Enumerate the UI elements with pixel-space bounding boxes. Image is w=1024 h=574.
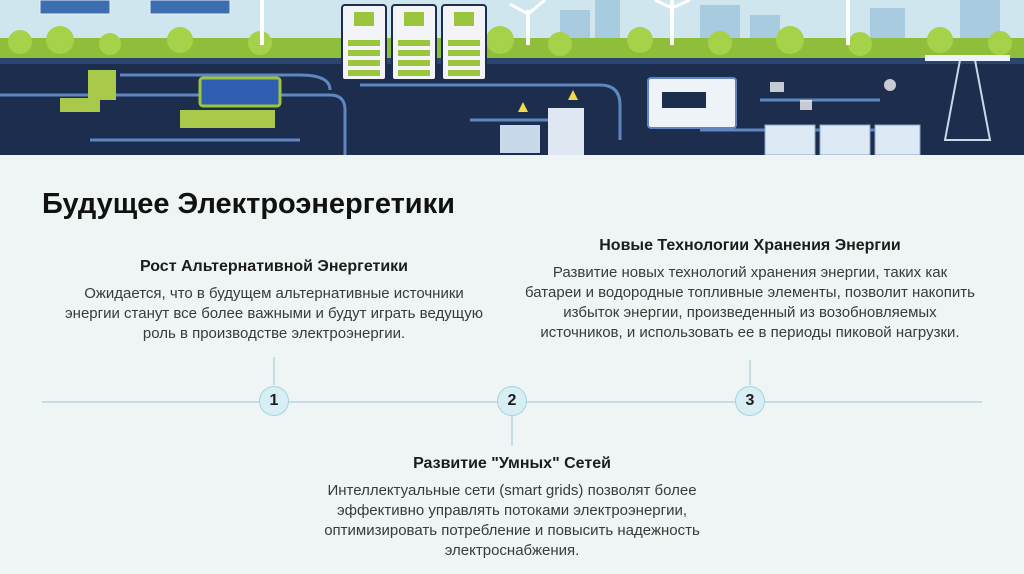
timeline-item-3-text: Развитие новых технологий хранения энерг…	[525, 264, 975, 341]
timeline-item-1: Рост Альтернативной Энергетики Ожидается…	[60, 258, 488, 344]
timeline-marker-1: 1	[259, 386, 289, 416]
timeline-connector-1	[273, 357, 275, 385]
timeline-item-2-heading: Развитие "Умных" Сетей	[413, 455, 611, 472]
timeline-connector-3	[749, 360, 751, 385]
timeline-marker-3: 3	[735, 386, 765, 416]
timeline-item-2-text: Интеллектуальные сети (smart grids) позв…	[324, 482, 700, 559]
slide-title: Будущее Электроэнергетики	[42, 188, 455, 220]
timeline-item-3-heading: Новые Технологии Хранения Энергии	[599, 237, 901, 254]
timeline-section: Будущее Электроэнергетики Рост Альтернат…	[0, 155, 1024, 574]
timeline-item-3: Новые Технологии Хранения Энергии Развит…	[525, 237, 975, 343]
timeline-item-1-heading: Рост Альтернативной Энергетики	[139, 258, 409, 275]
timeline-connector-2	[511, 416, 513, 446]
energy-banner-illustration	[0, 0, 1024, 155]
timeline-marker-2: 2	[497, 386, 527, 416]
timeline-item-1-text: Ожидается, что в будущем альтернативные …	[65, 285, 483, 342]
timeline-item-2: Развитие "Умных" Сетей Интеллектуальные …	[292, 455, 732, 561]
